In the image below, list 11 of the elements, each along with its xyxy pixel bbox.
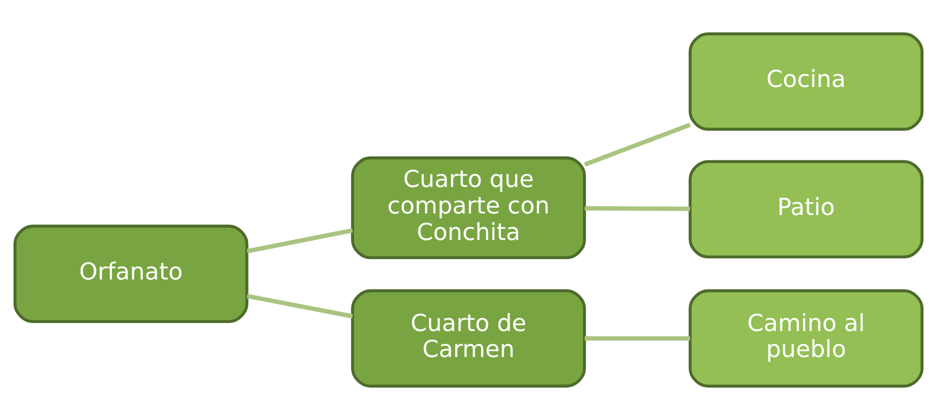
node-box: Cuarto de Carmen <box>351 288 586 388</box>
connector <box>246 228 353 253</box>
connector <box>246 293 353 318</box>
node-box: Camino al pueblo <box>688 288 924 388</box>
connector <box>584 206 690 210</box>
node-box: Orfanato <box>14 224 248 323</box>
node-box: Cuarto que comparte con Conchita <box>351 156 586 259</box>
node-box: Patio <box>688 160 924 258</box>
connector <box>584 122 691 166</box>
node-box: Cocina <box>688 32 924 130</box>
connector <box>584 336 690 340</box>
